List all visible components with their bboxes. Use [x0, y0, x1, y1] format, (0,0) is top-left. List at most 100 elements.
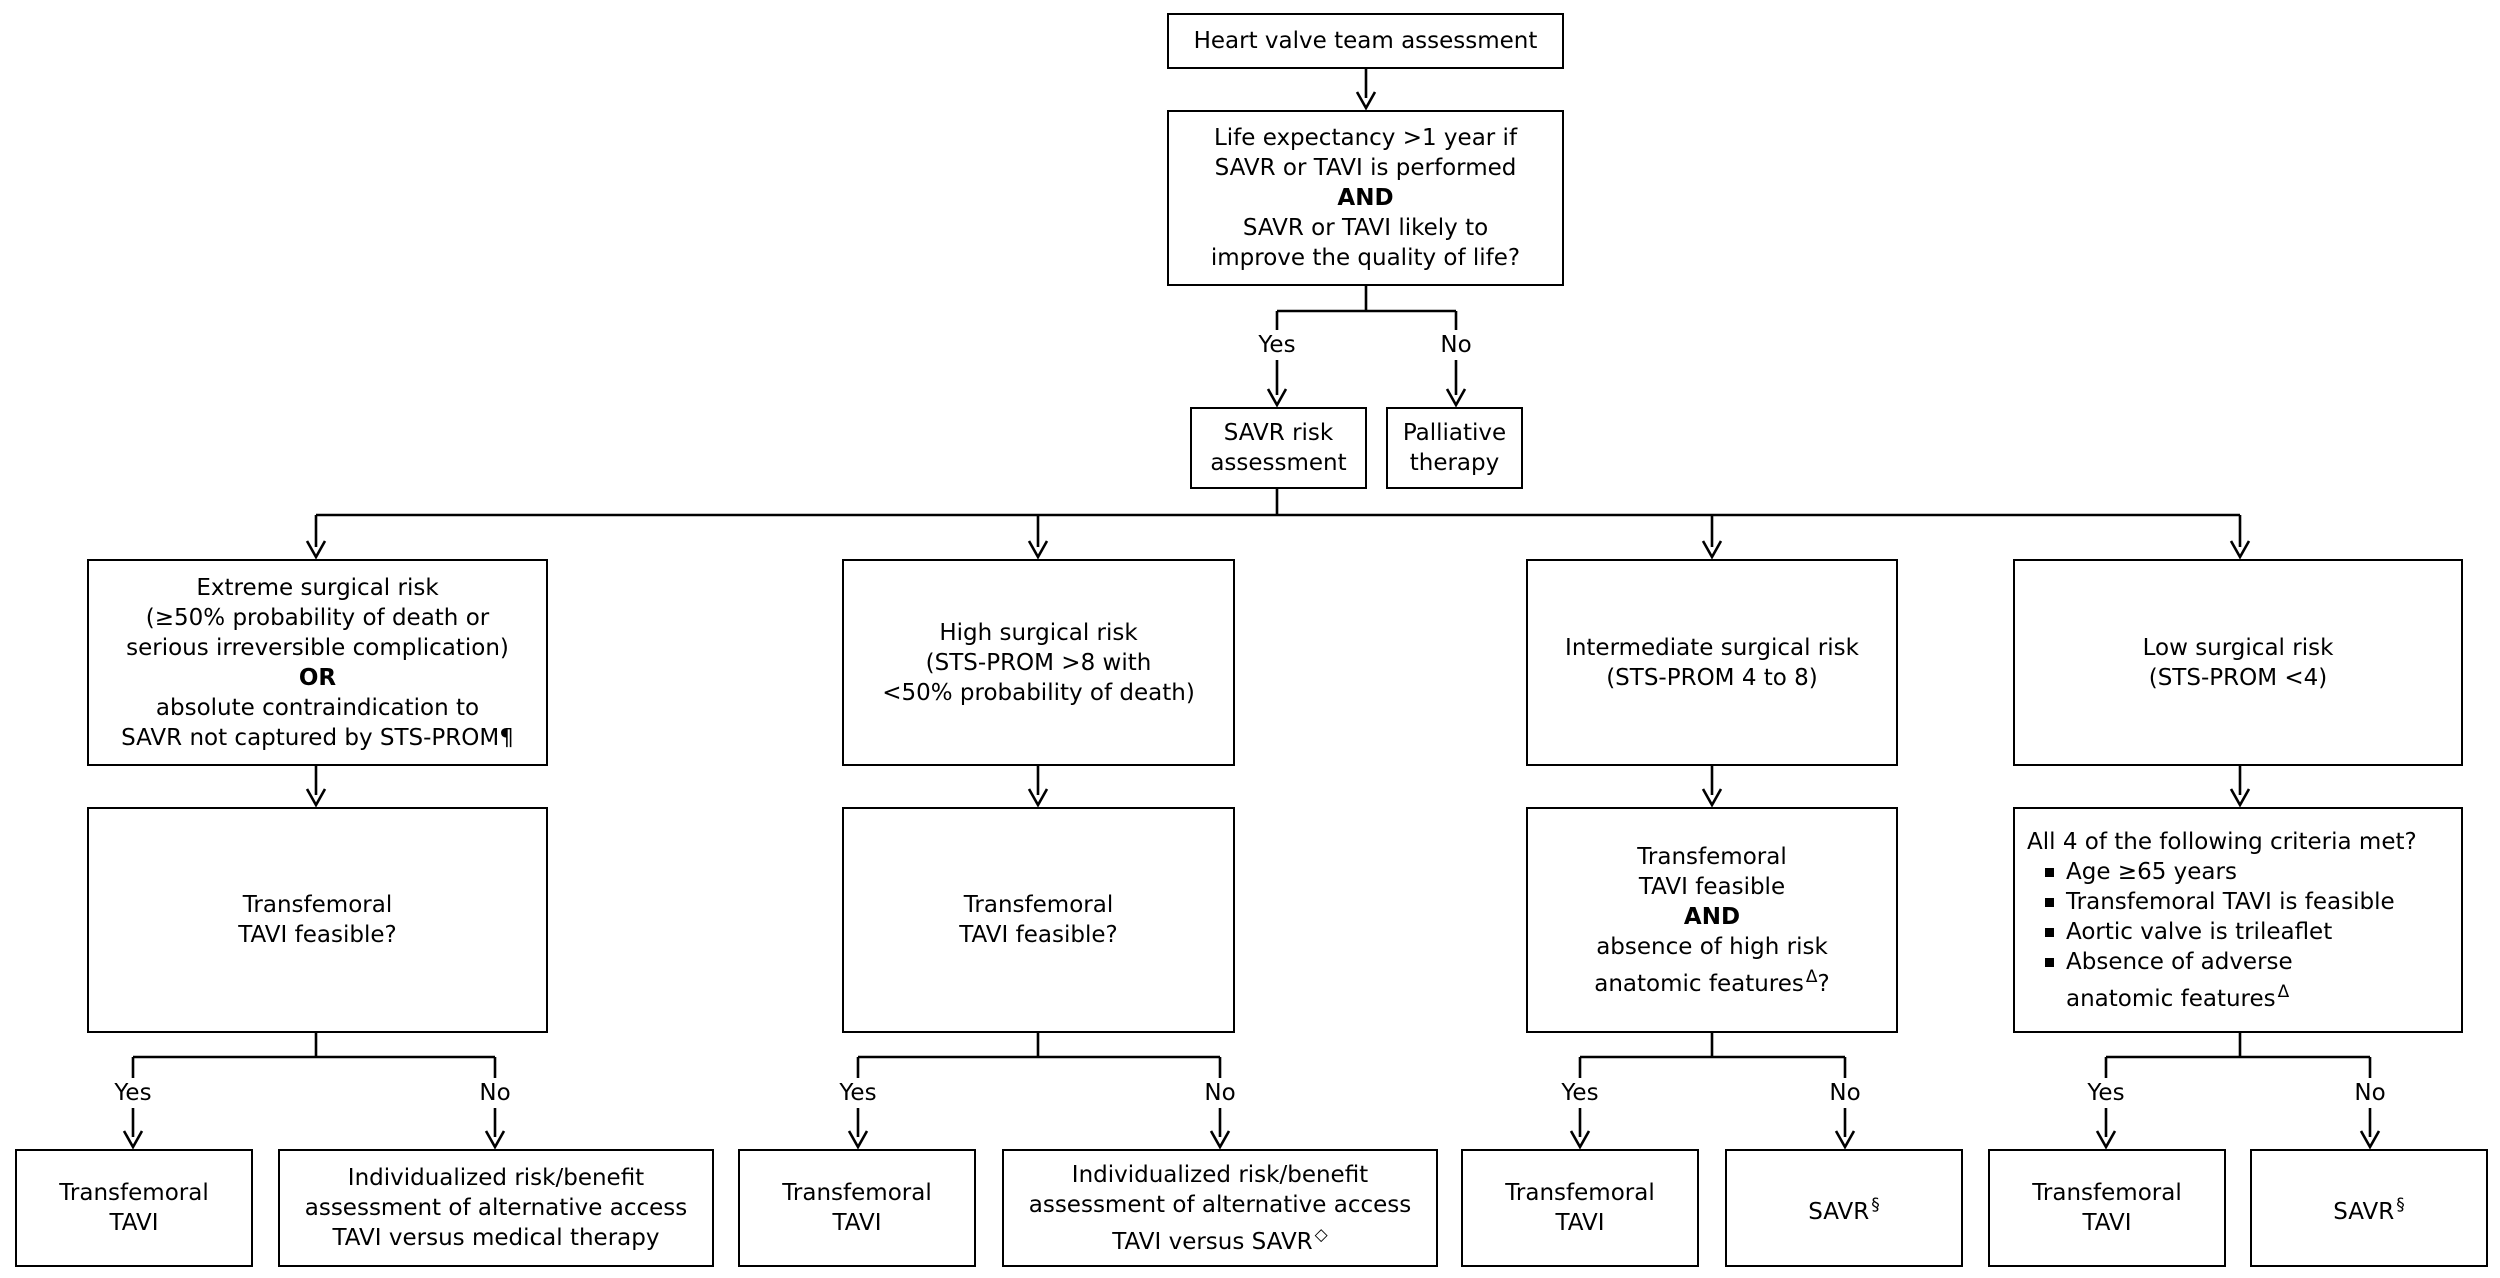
- outcome-line: TAVI: [2082, 1210, 2132, 1236]
- criteria-item: Aortic valve is trileaflet: [2045, 917, 2332, 947]
- and-connector-word: AND: [1683, 903, 1741, 930]
- arrowhead: [484, 1130, 506, 1150]
- palliative-box: Palliative therapy: [1386, 407, 1523, 489]
- arrowhead: [1569, 1130, 1591, 1150]
- savr-text: SAVR: [1808, 1198, 1870, 1225]
- question-line: Transfemoral: [242, 892, 393, 918]
- extreme-risk-line-last: SAVR not captured by STS-PROM¶: [121, 723, 514, 753]
- yes-label: Yes: [1557, 1079, 1603, 1107]
- outcome-line: assessment of alternative access: [304, 1195, 688, 1221]
- pilcrow-footnote-mark: ¶: [499, 724, 514, 751]
- extreme-risk-text: SAVR not captured by STS-PROM: [121, 724, 500, 751]
- outcome-line: assessment of alternative access: [1028, 1191, 1412, 1218]
- criteria-item: Age ≥65 years: [2045, 857, 2237, 887]
- outcome-line: TAVI: [109, 1210, 159, 1236]
- no-label: No: [2350, 1079, 2390, 1107]
- extreme-individualized-assessment-box: Individualized risk/benefit assessment o…: [278, 1149, 714, 1267]
- arrowhead: [1027, 540, 1049, 560]
- criteria-text: anatomic features: [2066, 985, 2276, 1012]
- team-assessment-text: Heart valve team assessment: [1193, 28, 1538, 54]
- extreme-risk-line: absolute contraindication to: [155, 694, 480, 721]
- life-expectancy-line: SAVR or TAVI likely to: [1242, 215, 1489, 241]
- outcome-line: TAVI versus medical therapy: [332, 1225, 660, 1251]
- bullet-icon: [2045, 867, 2054, 877]
- question-line: absence of high risk: [1596, 933, 1828, 960]
- outcome-line: TAVI: [1555, 1210, 1605, 1236]
- no-label: No: [475, 1079, 515, 1107]
- outcome-line: Transfemoral: [2032, 1180, 2182, 1206]
- extreme-risk-line: serious irreversible complication): [126, 634, 509, 661]
- yes-label: Yes: [110, 1079, 156, 1107]
- low-transfemoral-tavi-box: Transfemoral TAVI: [1988, 1149, 2226, 1267]
- outcome-line: Transfemoral: [782, 1180, 932, 1206]
- outcome-line: Individualized risk/benefit: [347, 1165, 645, 1191]
- outcome-line: Individualized risk/benefit: [1071, 1161, 1369, 1188]
- arrowhead: [1701, 540, 1723, 560]
- intermediate-risk-line: (STS-PROM 4 to 8): [1606, 664, 1818, 691]
- arrowhead: [305, 788, 327, 808]
- section-footnote-mark: §: [2396, 1194, 2405, 1215]
- high-individualized-assessment-box: Individualized risk/benefit assessment o…: [1002, 1149, 1438, 1267]
- arrowhead: [2359, 1130, 2381, 1150]
- or-connector-word: OR: [298, 664, 337, 691]
- bullet-icon: [2045, 897, 2054, 907]
- savr-risk-line: SAVR risk: [1223, 420, 1334, 446]
- question-line: TAVI feasible: [1638, 873, 1786, 900]
- no-label: No: [1436, 331, 1476, 359]
- intermediate-question-box: Transfemoral TAVI feasible AND absence o…: [1526, 807, 1898, 1033]
- criteria-text: Age ≥65 years: [2066, 858, 2237, 885]
- delta-footnote-mark: Δ: [2277, 981, 2290, 1002]
- no-label: No: [1825, 1079, 1865, 1107]
- low-risk-line: Low surgical risk: [2142, 634, 2334, 661]
- extreme-transfemoral-tavi-box: Transfemoral TAVI: [15, 1149, 253, 1267]
- life-expectancy-line: SAVR or TAVI is performed: [1214, 155, 1517, 181]
- outcome-line-last: TAVI versus SAVR◇: [1112, 1220, 1328, 1257]
- life-expectancy-line: improve the quality of life?: [1210, 245, 1521, 271]
- low-risk-box: Low surgical risk (STS-PROM <4): [2013, 559, 2463, 766]
- arrowhead: [122, 1130, 144, 1150]
- question-line: TAVI feasible?: [238, 922, 397, 948]
- criteria-text: Absence of adverse: [2066, 948, 2293, 975]
- arrowhead: [1701, 788, 1723, 808]
- question-mark: ?: [1817, 970, 1830, 997]
- delta-footnote-mark: Δ: [1805, 966, 1818, 987]
- outcome-line: SAVR§: [2333, 1190, 2405, 1227]
- savr-risk-line: assessment: [1210, 450, 1347, 476]
- team-assessment-box: Heart valve team assessment: [1167, 13, 1564, 69]
- intermediate-savr-box: SAVR§: [1725, 1149, 1963, 1267]
- intermediate-risk-line: Intermediate surgical risk: [1565, 634, 1859, 661]
- palliative-line: Palliative: [1402, 420, 1507, 446]
- palliative-line: therapy: [1409, 450, 1500, 476]
- high-risk-box: High surgical risk (STS-PROM >8 with <50…: [842, 559, 1235, 766]
- arrowhead: [2229, 788, 2251, 808]
- arrowhead: [2095, 1130, 2117, 1150]
- arrowhead: [305, 540, 327, 560]
- no-label: No: [1200, 1079, 1240, 1107]
- bullet-icon: [2045, 927, 2054, 937]
- arrowhead: [2229, 540, 2251, 560]
- section-footnote-mark: §: [1871, 1194, 1880, 1215]
- arrowhead: [1266, 388, 1288, 408]
- extreme-risk-line: (≥50% probability of death or: [145, 604, 490, 631]
- intermediate-transfemoral-tavi-box: Transfemoral TAVI: [1461, 1149, 1699, 1267]
- question-line: TAVI feasible?: [959, 922, 1118, 948]
- question-line: Transfemoral: [963, 892, 1114, 918]
- life-expectancy-box: Life expectancy >1 year if SAVR or TAVI …: [1167, 110, 1564, 286]
- extreme-risk-box: Extreme surgical risk (≥50% probability …: [87, 559, 548, 766]
- criteria-text: Aortic valve is trileaflet: [2066, 918, 2333, 945]
- bullet-icon: [2045, 957, 2054, 967]
- arrowhead: [847, 1130, 869, 1150]
- arrowhead: [1355, 91, 1377, 111]
- high-risk-line: High surgical risk: [939, 619, 1138, 646]
- outcome-line: Transfemoral: [1505, 1180, 1655, 1206]
- savr-risk-box: SAVR risk assessment: [1190, 407, 1367, 489]
- outcome-line: SAVR§: [1808, 1190, 1880, 1227]
- life-expectancy-line: Life expectancy >1 year if: [1213, 125, 1518, 151]
- criteria-text: Transfemoral TAVI is feasible: [2066, 888, 2395, 915]
